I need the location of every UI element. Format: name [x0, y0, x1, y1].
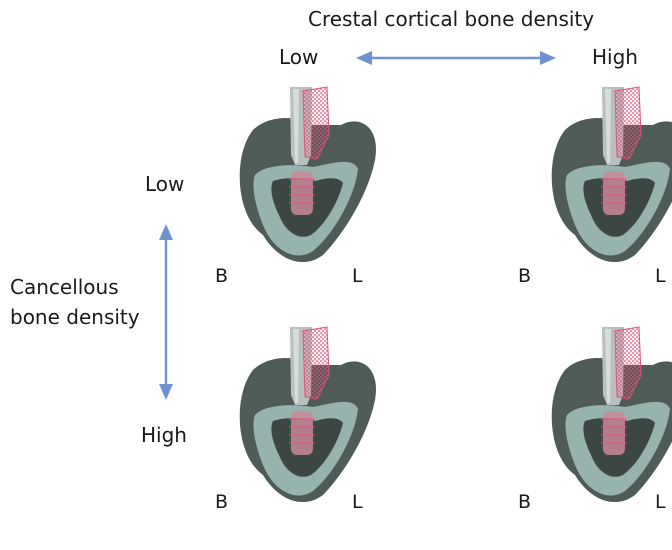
model-low-high [228, 325, 388, 515]
buccal-label: B [215, 267, 228, 286]
model-high-low [540, 85, 672, 275]
lingual-label: L [655, 267, 666, 286]
buccal-label: B [518, 493, 531, 512]
vertical-axis-title-line1: Cancellous [10, 272, 140, 302]
buccal-label: B [518, 267, 531, 286]
horizontal-axis-title: Crestal cortical bone density [308, 9, 594, 29]
vertical-double-arrow [156, 224, 176, 400]
horizontal-double-arrow [356, 48, 556, 68]
vertical-axis-title: Cancellous bone density [10, 272, 140, 332]
row-label-low: Low [145, 174, 184, 194]
lingual-label: L [352, 493, 363, 512]
vertical-axis-title-line2: bone density [10, 302, 140, 332]
buccal-label: B [215, 493, 228, 512]
model-high-high [540, 325, 672, 515]
lingual-label: L [655, 493, 666, 512]
lingual-label: L [352, 267, 363, 286]
row-label-high: High [141, 425, 187, 445]
model-low-low [228, 85, 388, 275]
column-label-high: High [592, 47, 638, 67]
column-label-low: Low [279, 47, 318, 67]
